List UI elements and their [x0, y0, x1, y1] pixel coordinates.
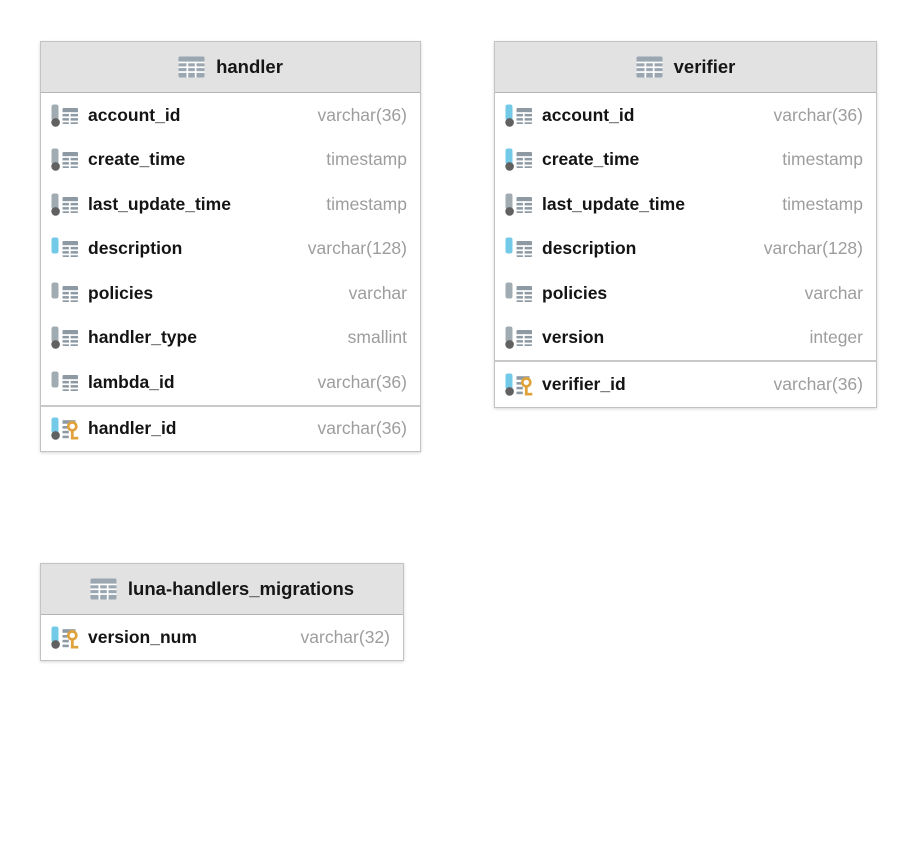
column-icon	[51, 282, 79, 305]
column-row-description[interactable]: description varchar(128)	[41, 227, 420, 272]
primary-key-divider	[41, 404, 420, 407]
column-type: varchar	[804, 282, 863, 303]
column-type: varchar(32)	[300, 626, 390, 647]
column-row-create_time[interactable]: create_time timestamp	[41, 138, 420, 183]
column-name: create_time	[542, 149, 640, 170]
column-row-policies[interactable]: policies varchar	[495, 271, 876, 316]
column-icon	[505, 237, 533, 260]
column-type: timestamp	[326, 193, 407, 214]
column-name: last_update_time	[542, 193, 685, 214]
column-row-account_id[interactable]: account_id varchar(36)	[41, 93, 420, 138]
table-primary-key-columns: version_num varchar(32)	[41, 615, 403, 660]
table-header[interactable]: verifier	[495, 42, 876, 93]
column-name: account_id	[542, 104, 635, 125]
column-icon	[505, 193, 533, 216]
column-icon	[505, 104, 533, 127]
primary-key-column-icon	[51, 626, 79, 649]
column-name: last_update_time	[88, 193, 231, 214]
column-icon	[51, 237, 79, 260]
column-name: policies	[542, 282, 608, 303]
column-icon	[505, 282, 533, 305]
column-row-last_update_time[interactable]: last_update_time timestamp	[41, 182, 420, 227]
column-row-account_id[interactable]: account_id varchar(36)	[495, 93, 876, 138]
column-icon	[51, 148, 79, 171]
column-name: handler_type	[88, 327, 197, 348]
column-name: version	[542, 327, 605, 348]
column-type: varchar(36)	[317, 104, 407, 125]
column-name: account_id	[88, 104, 181, 125]
column-icon	[51, 193, 79, 216]
column-name: policies	[88, 282, 154, 303]
column-type: varchar(36)	[317, 371, 407, 392]
table-icon	[90, 578, 117, 600]
table-title: verifier	[673, 56, 736, 77]
column-type: varchar	[348, 282, 407, 303]
column-row-verifier_id[interactable]: verifier_id varchar(36)	[495, 362, 876, 407]
column-row-policies[interactable]: policies varchar	[41, 271, 420, 316]
column-name: description	[88, 238, 183, 259]
table-icon	[178, 56, 205, 78]
column-row-lambda_id[interactable]: lambda_id varchar(36)	[41, 360, 420, 405]
column-type: timestamp	[782, 149, 863, 170]
primary-key-column-icon	[505, 373, 533, 396]
column-name: lambda_id	[88, 371, 175, 392]
table-node-verifier[interactable]: verifier account_id varchar(36) create_t…	[494, 41, 877, 408]
column-row-description[interactable]: description varchar(128)	[495, 227, 876, 272]
table-node-handler[interactable]: handler account_id varchar(36) create_ti…	[40, 41, 421, 452]
table-header[interactable]: handler	[41, 42, 420, 93]
column-type: varchar(128)	[763, 238, 863, 259]
column-icon	[505, 148, 533, 171]
primary-key-divider	[495, 360, 876, 362]
column-row-handler_id[interactable]: handler_id varchar(36)	[41, 407, 420, 452]
column-name: version_num	[88, 626, 197, 647]
column-type: varchar(36)	[317, 418, 407, 439]
column-row-handler_type[interactable]: handler_type smallint	[41, 316, 420, 361]
table-title: luna-handlers_migrations	[127, 578, 355, 599]
table-columns: account_id varchar(36) create_time times…	[495, 93, 876, 360]
column-type: varchar(36)	[773, 373, 863, 394]
table-node-luna-handlers_migrations[interactable]: luna-handlers_migrations version_num var…	[40, 563, 404, 661]
table-columns: account_id varchar(36) create_time times…	[41, 93, 420, 405]
column-row-version_num[interactable]: version_num varchar(32)	[41, 615, 403, 660]
column-name: handler_id	[88, 418, 177, 439]
table-header[interactable]: luna-handlers_migrations	[41, 564, 403, 615]
column-row-last_update_time[interactable]: last_update_time timestamp	[495, 182, 876, 227]
column-name: verifier_id	[542, 373, 626, 394]
column-icon	[51, 326, 79, 349]
column-type: integer	[809, 327, 863, 348]
column-type: varchar(128)	[307, 238, 407, 259]
table-primary-key-columns: verifier_id varchar(36)	[495, 362, 876, 407]
column-icon	[51, 371, 79, 394]
primary-key-column-icon	[51, 417, 79, 440]
column-type: varchar(36)	[773, 104, 863, 125]
table-primary-key-columns: handler_id varchar(36)	[41, 407, 420, 452]
table-title: handler	[216, 56, 283, 77]
column-name: create_time	[88, 149, 186, 170]
column-name: description	[542, 238, 637, 259]
column-type: timestamp	[326, 149, 407, 170]
column-row-version[interactable]: version integer	[495, 316, 876, 361]
column-icon	[505, 326, 533, 349]
column-icon	[51, 104, 79, 127]
column-type: timestamp	[782, 193, 863, 214]
table-icon	[636, 56, 663, 78]
column-type: smallint	[347, 327, 407, 348]
column-row-create_time[interactable]: create_time timestamp	[495, 138, 876, 183]
